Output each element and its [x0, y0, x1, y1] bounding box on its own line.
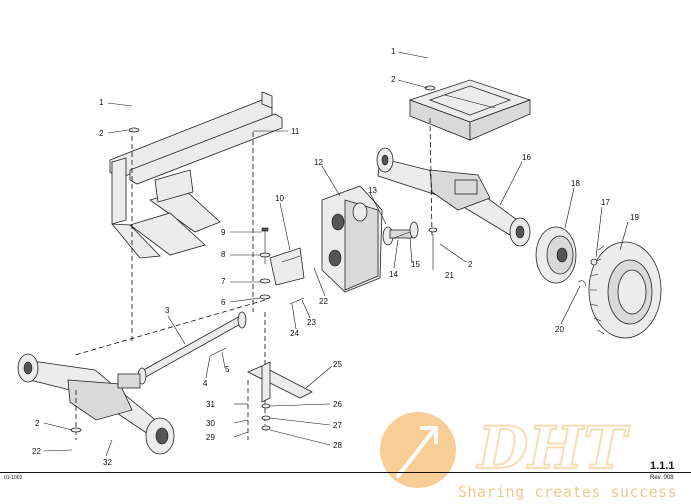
footer-rule — [0, 472, 691, 473]
callout-2-front: 2 — [468, 260, 473, 269]
callout-30: 30 — [206, 419, 215, 428]
callout-24: 24 — [290, 329, 299, 338]
callout-13: 13 — [368, 186, 377, 195]
callout-23: 23 — [307, 318, 316, 327]
watermark-slogan: Sharing creates success — [458, 483, 678, 501]
callout-7: 7 — [221, 277, 226, 286]
callout-14: 14 — [389, 270, 398, 279]
wheel-rim — [535, 226, 577, 284]
callout-6: 6 — [221, 298, 226, 307]
callout-20: 20 — [555, 325, 564, 334]
callout-12: 12 — [314, 158, 323, 167]
callout-22-gearbox: 22 — [319, 297, 328, 306]
callout-32: 32 — [103, 458, 112, 467]
callout-4: 4 — [203, 379, 208, 388]
callout-8: 8 — [221, 250, 226, 259]
bolt-stack-left — [259, 227, 271, 300]
callout-labels: 1 2 11 1 2 12 16 18 17 19 13 10 9 8 7 6 … — [32, 47, 639, 467]
callout-16: 16 — [522, 153, 531, 162]
alignment-lines — [74, 132, 266, 440]
callout-2: 2 — [99, 129, 104, 138]
callout-2-rear: 2 — [35, 419, 40, 428]
watermark-arrow-icon — [396, 426, 438, 478]
callout-18: 18 — [571, 179, 580, 188]
callout-22-rear: 22 — [32, 447, 41, 456]
callout-19: 19 — [630, 213, 639, 222]
callout-1: 1 — [99, 98, 104, 107]
callout-5: 5 — [225, 365, 230, 374]
callout-1-top: 1 — [391, 47, 396, 56]
chassis-frame — [109, 91, 283, 259]
callout-31: 31 — [206, 400, 215, 409]
callout-10: 10 — [275, 194, 284, 203]
callout-2-top: 2 — [391, 75, 396, 84]
callout-26: 26 — [333, 400, 342, 409]
callout-15: 15 — [411, 260, 420, 269]
callout-29: 29 — [206, 433, 215, 442]
mounting-plate — [408, 79, 532, 141]
callout-25: 25 — [333, 360, 342, 369]
page-number: 1.1.1 — [650, 460, 675, 472]
drive-shaft — [137, 311, 247, 385]
rear-axle — [17, 353, 175, 455]
callout-11: 11 — [291, 127, 300, 136]
output-shaft — [382, 221, 419, 246]
watermark-logo: DHT — [380, 412, 631, 488]
support-bracket — [247, 361, 313, 403]
callout-28: 28 — [333, 441, 342, 450]
callout-leaders — [43, 51, 629, 457]
front-axle — [376, 117, 531, 247]
transfer-gearbox — [321, 185, 383, 293]
fasteners — [70, 85, 598, 433]
svg-text:DHT: DHT — [476, 414, 630, 482]
callout-21: 21 — [445, 271, 454, 280]
drawing-code: 01-1002 — [4, 475, 23, 481]
tire — [588, 241, 662, 339]
callout-3: 3 — [165, 306, 170, 315]
revision-label: Rev. 008 — [650, 475, 674, 481]
gearbox-bracket — [269, 247, 305, 286]
callout-9: 9 — [221, 228, 226, 237]
callout-17: 17 — [601, 198, 610, 207]
callout-27: 27 — [333, 421, 342, 430]
